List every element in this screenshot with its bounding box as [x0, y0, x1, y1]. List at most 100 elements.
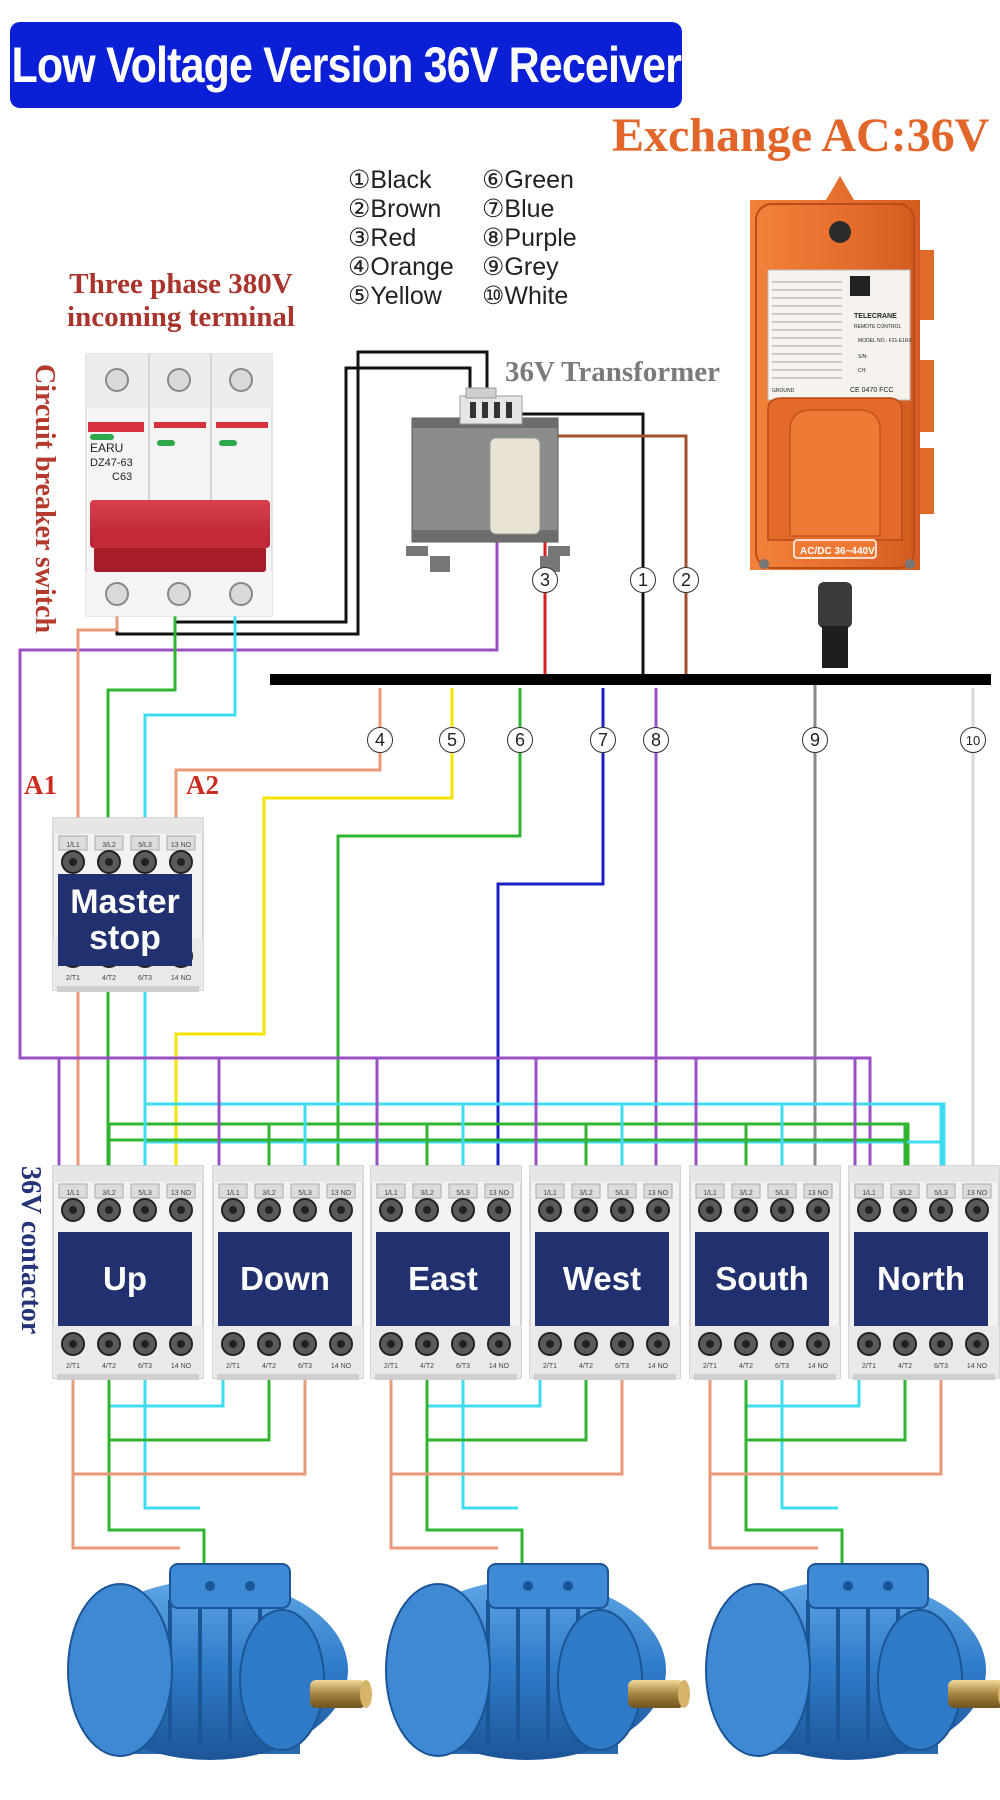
master-stop-label: Master stop [58, 874, 192, 966]
breaker-model: DZ47-63 [90, 457, 133, 469]
contactor-feeds [57, 1058, 943, 1168]
terminal-label-top: 3/L2 [102, 1190, 116, 1197]
wire-purple [18, 448, 872, 1168]
terminal-label-bottom: 2/T1 [543, 1363, 557, 1370]
terminal-label-top: 3/L2 [102, 842, 116, 849]
wire-orange [71, 1378, 180, 1550]
wire-7-blue [496, 688, 605, 1168]
wire-number-5: 5 [439, 727, 465, 753]
wire-number-9: 9 [802, 727, 828, 753]
exchange-label: Exchange AC:36V [612, 109, 990, 162]
legend-item: ③Red [348, 224, 417, 252]
terminal-label-top: 1/L1 [66, 1190, 80, 1197]
terminal-label-top: 13 NO [489, 1190, 510, 1197]
terminal-label-bottom: 2/T1 [862, 1363, 876, 1370]
terminal-label-bottom: 4/T2 [420, 1363, 434, 1370]
wire-orange [73, 1378, 307, 1476]
wire-orange [391, 1378, 624, 1476]
terminal-label-bottom: 6/T3 [138, 1363, 152, 1370]
electric-motor [705, 1563, 1000, 1760]
terminal-label-bottom: 4/T2 [262, 1363, 276, 1370]
wire-cyan [746, 1378, 861, 1408]
legend-item: ⑦Blue [482, 195, 555, 223]
terminal-label-top: 1/L1 [384, 1190, 398, 1197]
legend-item: ①Black [348, 166, 432, 194]
remote-model: MODEL NO.: F21-E1RX [858, 338, 913, 344]
motor-wires [71, 1378, 943, 1572]
title: Low Voltage Version 36V Receiver [11, 37, 681, 93]
terminal-label-top: 3/L2 [739, 1190, 753, 1197]
terminal-label-bottom: 6/T3 [934, 1363, 948, 1370]
transformer [406, 387, 570, 572]
terminal-label-top: 13 NO [331, 1190, 352, 1197]
wire-number-4: 4 [367, 727, 393, 753]
circuit-breaker: EARU DZ47-63 C63 [85, 353, 273, 617]
terminal-label-bottom: 4/T2 [102, 1363, 116, 1370]
terminal-label-top: 3/L2 [579, 1190, 593, 1197]
wire-orange [710, 1378, 943, 1476]
legend-item: ⑧Purple [482, 224, 577, 252]
wire-number-10: 10 [960, 727, 986, 753]
transformer-label: 36V Transformer [505, 356, 721, 388]
wire-number-3: 3 [532, 567, 558, 593]
wire-orange [76, 614, 119, 820]
coil-a2-label: A2 [186, 770, 219, 800]
wire-cyan [461, 1400, 518, 1510]
wire-green [744, 1378, 844, 1572]
terminal-label-bottom: 14 NO [648, 1363, 669, 1370]
breaker-rating: C63 [112, 471, 132, 483]
wire-number-6: 6 [507, 727, 533, 753]
remote-ground: GROUND [772, 388, 795, 394]
terminal-label-bottom: 14 NO [171, 1363, 192, 1370]
terminal-label-top: 5/L3 [934, 1190, 948, 1197]
legend-item: ②Brown [348, 195, 442, 223]
terminal-label-bottom: 2/T1 [66, 975, 80, 982]
terminal-label-bottom: 6/T3 [456, 1363, 470, 1370]
terminal-label-bottom: 14 NO [967, 1363, 988, 1370]
terminal-label-top: 13 NO [171, 1190, 192, 1197]
terminal-label-bottom: 14 NO [489, 1363, 510, 1370]
terminal-label-bottom: 14 NO [171, 975, 192, 982]
terminal-label-bottom: 4/T2 [102, 975, 116, 982]
electric-motor [385, 1563, 690, 1760]
terminal-label-bottom: 6/T3 [138, 975, 152, 982]
wire-5-yellow [174, 688, 454, 1168]
legend-item: ⑨Grey [482, 253, 559, 281]
legend-item: ④Orange [348, 253, 454, 281]
wire-green [427, 1378, 588, 1442]
wire-cyan [143, 1400, 200, 1510]
wire-6-green [336, 688, 522, 1168]
contactor-label-east: East [376, 1232, 510, 1326]
terminal-label-bottom: 14 NO [808, 1363, 829, 1370]
wire-cyan [109, 1378, 225, 1408]
terminal-label-bottom: 2/T1 [703, 1363, 717, 1370]
breaker-brand: EARU [90, 441, 123, 455]
terminal-label-top: 5/L3 [775, 1190, 789, 1197]
terminal-label-bottom: 6/T3 [775, 1363, 789, 1370]
wire-cyan [427, 1378, 542, 1408]
terminal-label-bottom: 14 NO [331, 1363, 352, 1370]
terminal-label-top: 13 NO [967, 1190, 988, 1197]
terminal-label-bottom: 6/T3 [298, 1363, 312, 1370]
breaker-heading: Three phase 380V incoming terminal [67, 268, 295, 333]
remote-subtitle: REMOTE CONTROL [854, 324, 901, 330]
contactor-label-north: North [854, 1232, 988, 1326]
contactor-label-down: Down [218, 1232, 352, 1326]
terminal-label-top: 5/L3 [615, 1190, 629, 1197]
wire-legend-right: ⑥Green ⑦Blue ⑧Purple ⑨Grey ⑩White [482, 166, 577, 311]
wire-orange [389, 1378, 498, 1550]
remote-wiring-table [772, 281, 842, 379]
terminal-label-top: 1/L1 [862, 1190, 876, 1197]
remote-sn: S/N: [858, 354, 868, 360]
coil-a1-label: A1 [24, 770, 57, 800]
bus-bar [270, 674, 991, 685]
wires [18, 350, 975, 1168]
terminal-label-bottom: 4/T2 [739, 1363, 753, 1370]
terminal-label-bottom: 2/T1 [66, 1363, 80, 1370]
terminal-label-top: 13 NO [808, 1190, 829, 1197]
terminal-label-top: 1/L1 [226, 1190, 240, 1197]
terminal-label-top: 5/L3 [298, 1190, 312, 1197]
legend-item: ⑥Green [482, 166, 574, 194]
